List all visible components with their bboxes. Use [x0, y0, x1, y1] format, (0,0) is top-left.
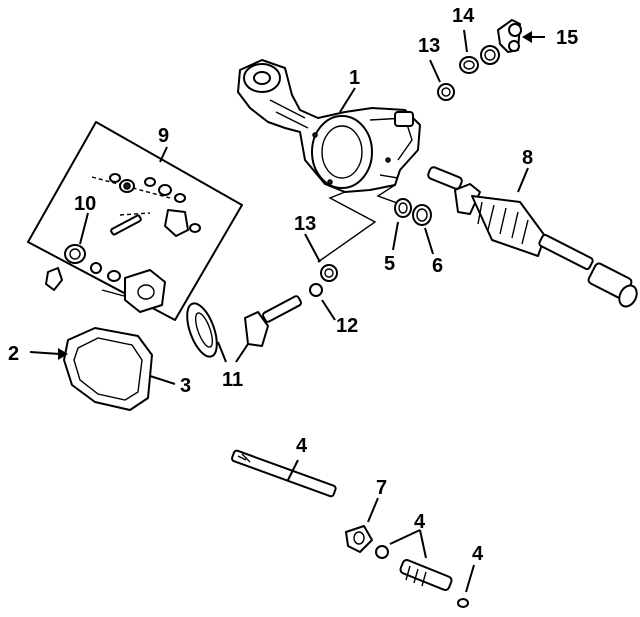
callout-2: 2 — [8, 343, 19, 365]
bearing-part-5 — [394, 198, 412, 218]
bearing-part-7 — [345, 525, 373, 553]
stub-shaft-part-4 — [399, 558, 453, 592]
callout-1: 1 — [349, 67, 360, 89]
callout-4-stub: 4 — [414, 511, 426, 533]
callout-9: 9 — [158, 125, 169, 147]
callout-5: 5 — [384, 253, 395, 275]
axle-housing — [237, 59, 421, 193]
callout-6: 6 — [432, 255, 443, 277]
callout-15: 15 — [556, 27, 578, 49]
pinion-bearing-part-12 — [309, 283, 323, 297]
callout-14: 14 — [452, 5, 475, 27]
seal-part-6 — [412, 204, 432, 226]
ring-and-pinion-part-11 — [186, 295, 302, 358]
callout-8: 8 — [522, 147, 533, 169]
differential-cover-part-2 — [63, 327, 153, 411]
callout-13-top: 13 — [418, 35, 440, 57]
seal-part-14 — [459, 45, 500, 74]
clip-part-4 — [457, 598, 469, 608]
spacer-part-4 — [375, 545, 389, 559]
pinion-bearing-part-13 — [320, 264, 338, 282]
yoke-part-15 — [497, 19, 522, 53]
leader-lines — [29, 29, 545, 593]
bearing-part-13-top — [437, 83, 455, 101]
callout-11: 11 — [222, 369, 243, 391]
callout-12: 12 — [336, 315, 358, 337]
callout-13-center: 13 — [294, 213, 316, 235]
intermediate-shaft-part-4 — [231, 449, 337, 498]
callout-4-shaft: 4 — [296, 435, 308, 457]
callout-labels: 1 2 3 4 4 4 5 6 7 8 9 10 11 12 13 13 14 … — [8, 5, 578, 565]
callout-4-clip: 4 — [472, 543, 484, 565]
axle-shaft-assembly — [427, 166, 638, 308]
differential-case-box — [27, 121, 243, 321]
callout-7: 7 — [376, 477, 387, 499]
callout-10: 10 — [74, 193, 96, 215]
callout-3: 3 — [180, 375, 191, 397]
